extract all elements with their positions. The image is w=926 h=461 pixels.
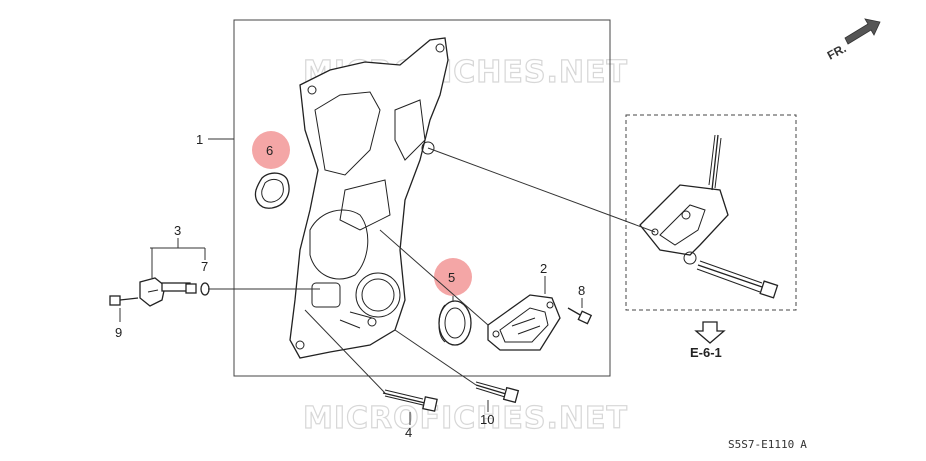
o-ring-part-6[interactable] [254,172,290,209]
cover-plate-part-2[interactable] [487,294,561,351]
callout-5[interactable]: 5 [448,270,455,285]
diagram-code: S5S7-E1110 A [728,438,807,451]
callout-1[interactable]: 1 [196,132,203,147]
callout-9[interactable]: 9 [115,325,122,340]
front-direction-label: FR. [825,41,849,62]
sensor-part-3[interactable] [139,277,197,307]
diagram-code-main: S5S7-E1110 [728,438,794,451]
callout-8[interactable]: 8 [578,283,585,298]
front-direction-indicator: FR. [825,18,881,63]
chain-case-part-1[interactable] [289,37,449,359]
oil-seal-part-5[interactable] [438,300,472,346]
highlight-circle-6 [252,131,290,169]
bolt-part-8[interactable] [567,307,593,325]
bolt-part-4[interactable] [382,389,438,412]
o-ring-part-7[interactable] [200,282,210,296]
callout-10[interactable]: 10 [480,412,494,427]
reference-label[interactable]: E-6-1 [690,345,722,360]
leader-lines [119,138,656,425]
reference-arrow-icon [694,321,726,344]
callout-7[interactable]: 7 [201,259,208,274]
callout-3[interactable]: 3 [174,223,181,238]
reference-frame [625,114,797,311]
front-arrow-icon [844,18,881,45]
callout-2[interactable]: 2 [540,261,547,276]
reference-assembly-bracket [639,134,779,299]
watermark-bottom: MICROFICHES.NET [303,401,628,436]
bolt-part-10[interactable] [475,381,520,404]
diagram-code-suffix: A [800,438,807,451]
callout-6[interactable]: 6 [266,143,273,158]
main-frame [233,19,611,377]
bolt-part-9[interactable] [109,295,139,306]
callout-4[interactable]: 4 [405,425,412,440]
